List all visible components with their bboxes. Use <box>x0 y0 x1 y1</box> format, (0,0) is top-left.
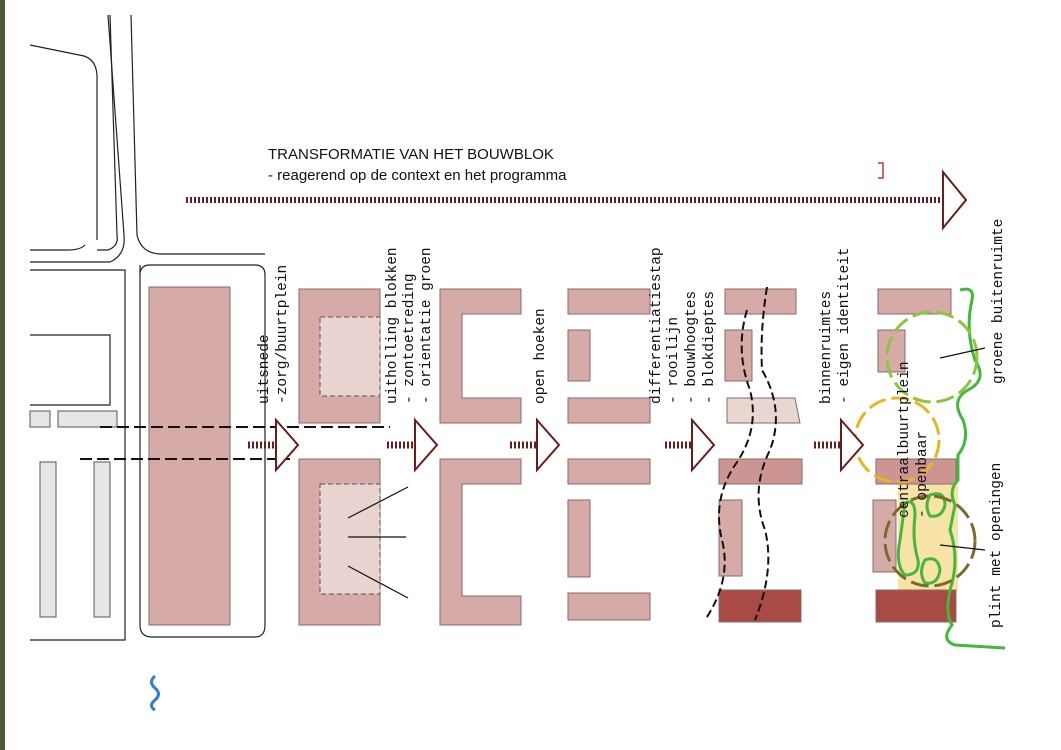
block-step3-bottom <box>439 458 522 626</box>
context-building-4 <box>93 461 111 618</box>
label-step2-line2: - zontoetreding <box>402 273 418 404</box>
label-plinth-openings: plint met openingen <box>989 462 1005 628</box>
label-step2-line1: uitholling blokken <box>385 247 401 404</box>
diagram-title: TRANSFORMATIE VAN HET BOUWBLOK <box>268 146 554 163</box>
label-central-plaza: centraalbuurtplein <box>897 361 913 518</box>
context-building-3 <box>39 461 57 618</box>
hollow-step2-top <box>319 316 381 397</box>
dashed-curve-right <box>754 286 777 621</box>
label-step3-line1: open hoeken <box>533 308 549 404</box>
label-step4-line3: - bouwhoogtes <box>684 290 700 404</box>
label-step4-line4: - blokdieptes <box>702 290 718 404</box>
label-central-plaza-public: - openbaar <box>915 430 931 518</box>
label-step5-line2: - eigen identiteit <box>837 247 853 404</box>
blocks-step5 <box>718 288 803 623</box>
block-step1 <box>148 286 231 626</box>
block-step3-top <box>439 288 522 424</box>
dashed-curve-left <box>704 309 754 621</box>
blue-squiggle-icon <box>150 674 160 712</box>
circle-plinth <box>883 494 977 588</box>
label-step1-line2: -zorg/buurtplein <box>275 264 291 404</box>
circle-green-space <box>885 310 979 404</box>
label-step1-line1: uitsnede <box>257 334 273 404</box>
context-building-1 <box>29 410 51 428</box>
hollow-step2-bottom <box>319 483 381 595</box>
green-blob-3 <box>925 492 947 518</box>
label-step2-line3: - orientatie groen <box>419 247 435 404</box>
blocks-step3 <box>439 288 522 626</box>
step-arrows <box>248 417 865 473</box>
blocks-step4 <box>567 288 651 621</box>
diagram-subtitle: - reagerend op de context en het program… <box>268 167 567 184</box>
blocks-step2 <box>298 288 409 626</box>
label-step4-line2: - rooilijn <box>666 316 682 404</box>
progress-arrow-top <box>186 162 968 231</box>
left-edge-photo-strip <box>0 0 5 750</box>
label-step5-line1: binnenruimtes <box>819 290 835 404</box>
street-context <box>29 14 266 641</box>
green-blob-1 <box>896 500 920 577</box>
green-blob-2 <box>920 557 942 585</box>
label-green-outdoor-space: groene buitenruimte <box>991 218 1007 384</box>
context-building-2 <box>57 410 118 428</box>
label-step4-line1: differentiatiestap <box>649 247 665 404</box>
